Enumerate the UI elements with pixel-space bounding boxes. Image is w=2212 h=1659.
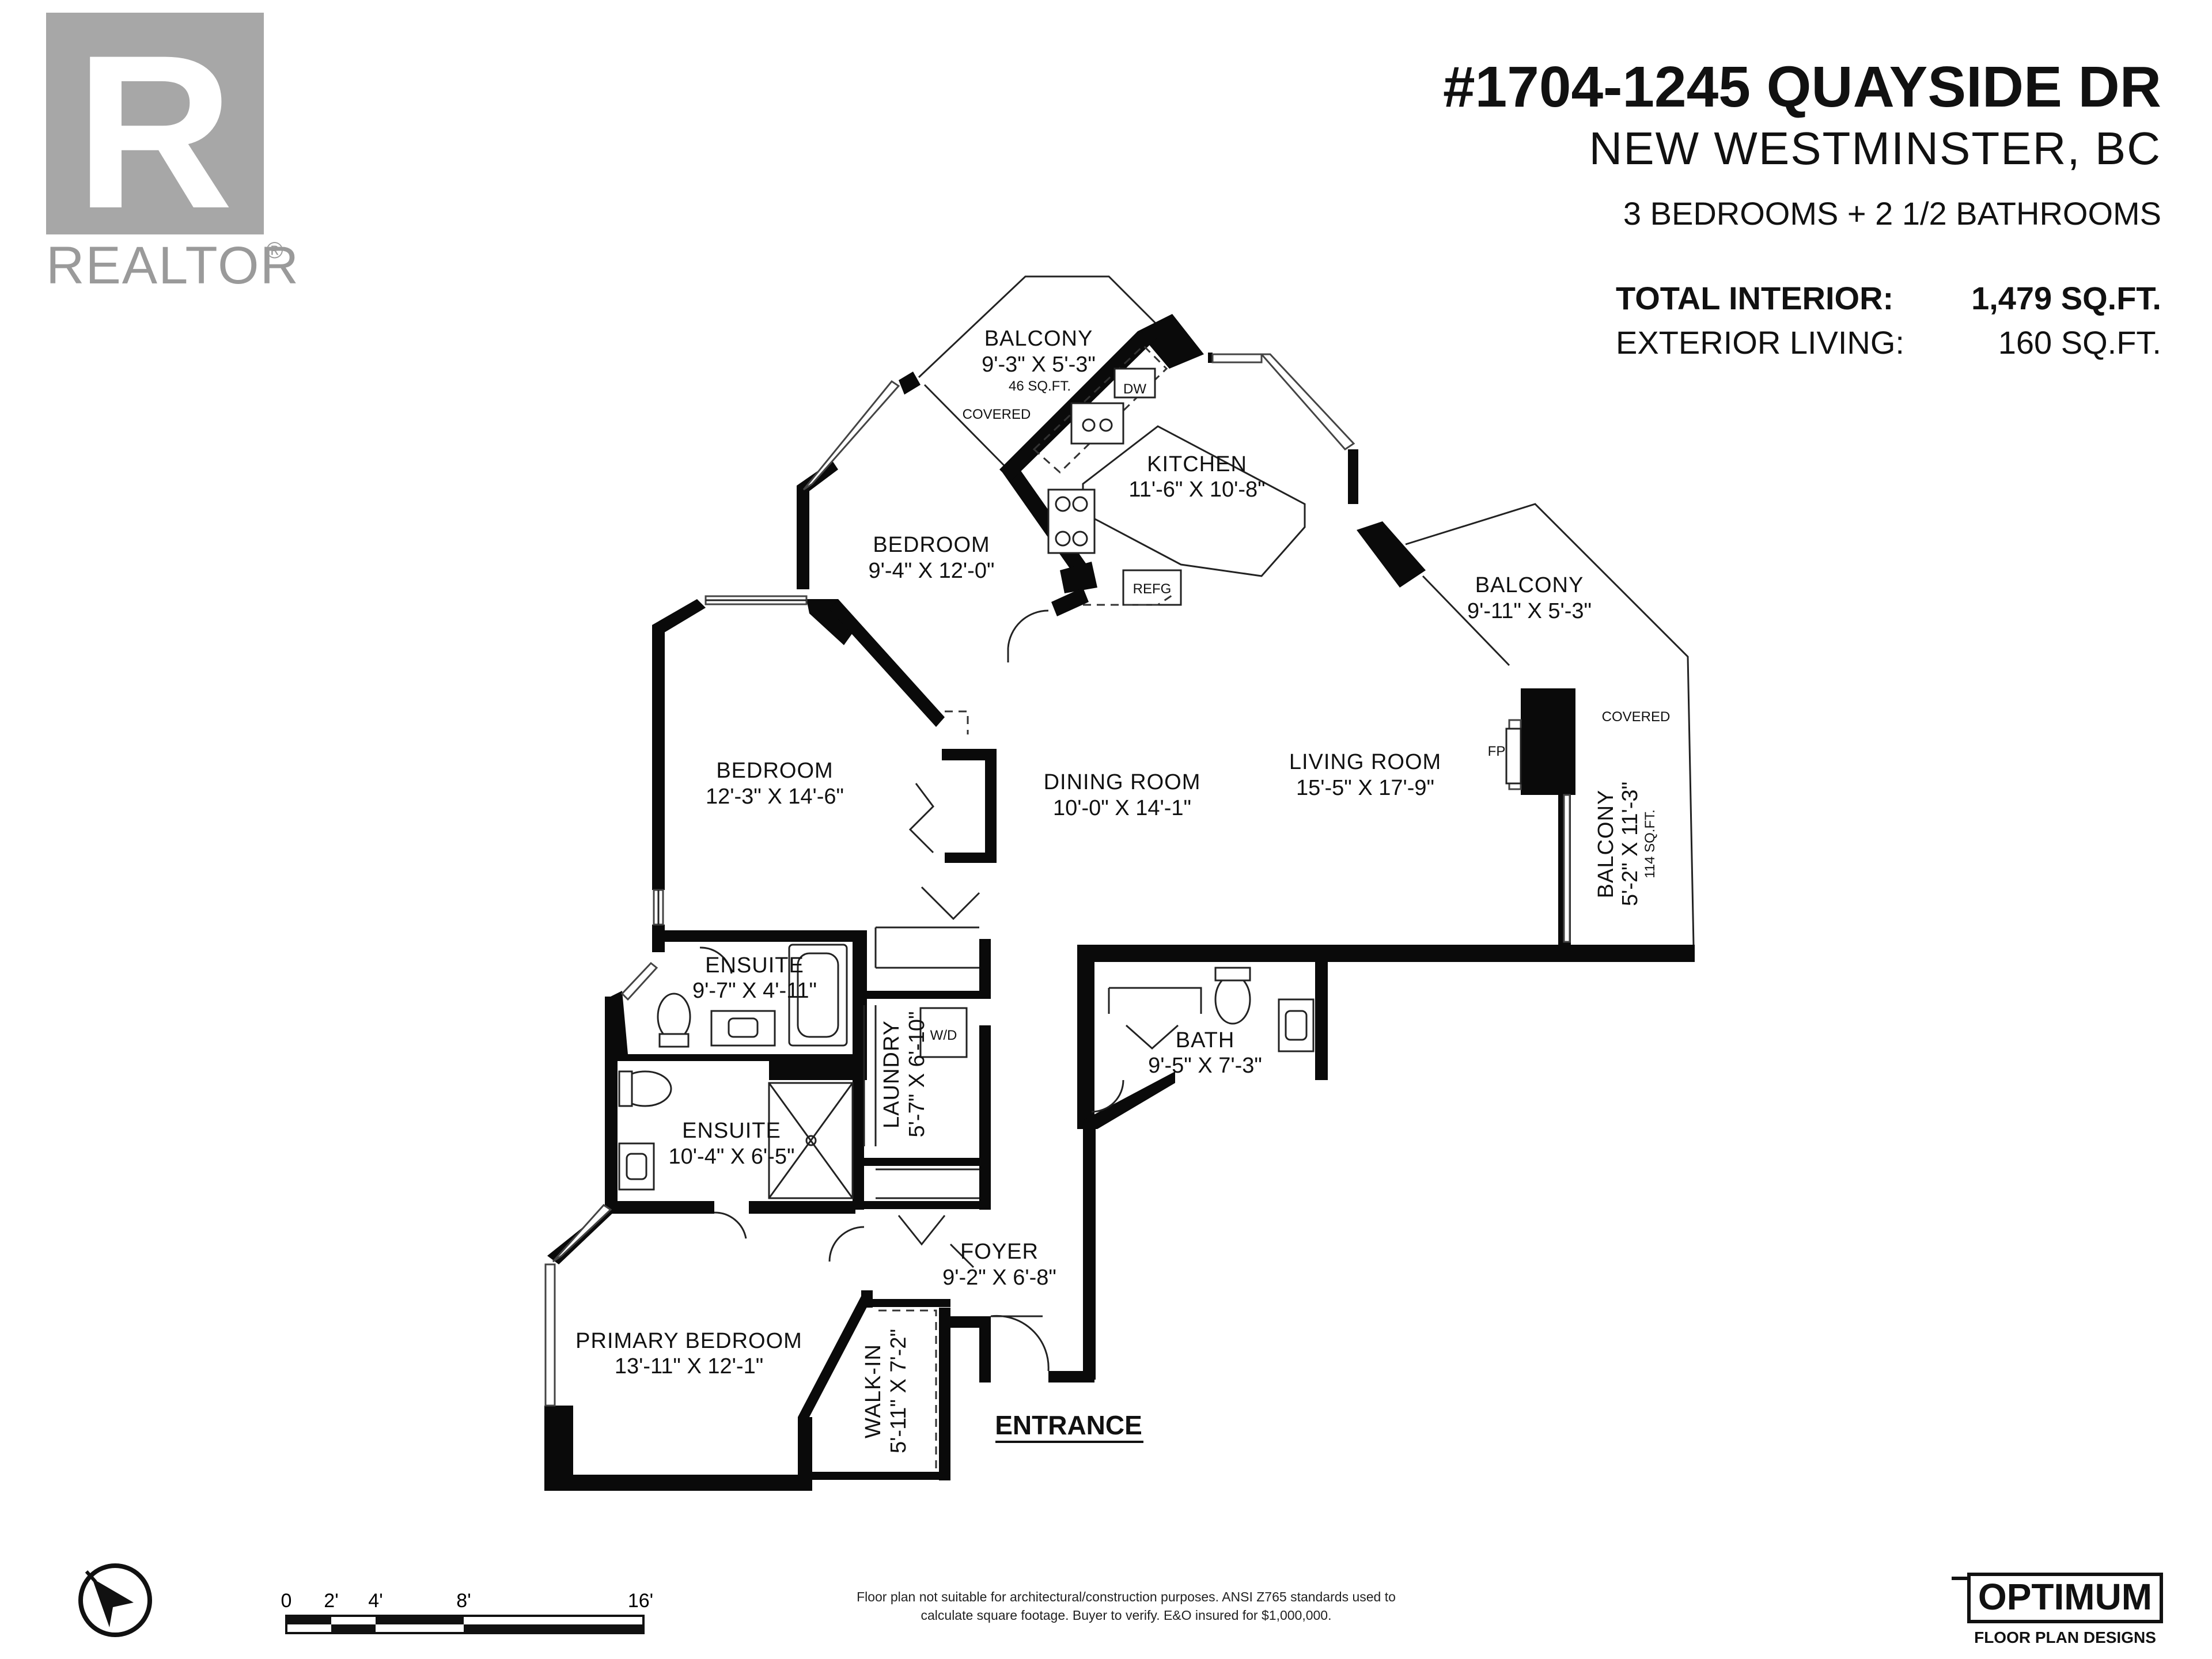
ensuite-lower-fixtures (618, 1070, 854, 1199)
ensuite-upper-name: ENSUITE (705, 953, 804, 978)
walk-in-name: WALK-IN (861, 1344, 885, 1438)
living-room-dim: 15'-5" X 17'-9" (1296, 776, 1434, 800)
exterior-living-value: 160 SQ.FT. (1998, 324, 2161, 361)
dining-room-dim: 10'-0" X 14'-1" (1053, 796, 1191, 820)
total-interior-value: 1,479 SQ.FT. (1971, 280, 2161, 316)
listing-city: NEW WESTMINSTER, BC (1589, 123, 2161, 174)
dining-room-name: DINING ROOM (1044, 770, 1201, 794)
balcony-top-dim: 9'-3" X 5'-3" (982, 353, 1096, 377)
realtor-registered-mark: ® (266, 238, 283, 263)
bath-fixtures (1108, 967, 1315, 1052)
optimum-logo: OPTIMUM FLOOR PLAN DESIGNS (1952, 1573, 2163, 1646)
balcony-top-covered: COVERED (963, 407, 1031, 422)
bedroom-left-dim: 12'-3" X 14'-6" (706, 785, 844, 809)
living-room-name: LIVING ROOM (1289, 750, 1441, 774)
listing-address: #1704-1245 QUAYSIDE DR (1443, 55, 2161, 119)
laundry-name: LAUNDRY (880, 1020, 904, 1128)
realtor-logo: R REALTOR ® (46, 9, 300, 295)
balcony-right-outline (1405, 503, 1695, 945)
balcony-right-dim: 9'-11" X 5'-3" (1467, 599, 1592, 623)
kitchen-fixtures: DW REFG (1032, 344, 1306, 606)
kitchen-name: KITCHEN (1147, 452, 1247, 476)
foyer-dim: 9'-2" X 6'-8" (942, 1266, 1056, 1290)
scale-tick-4: 4' (368, 1590, 382, 1612)
optimum-wordmark: OPTIMUM (1978, 1576, 2152, 1618)
refrigerator-label: REFG (1133, 581, 1172, 597)
walk-in-dim: 5'-11" X 7'-2" (887, 1329, 911, 1453)
balcony-top-outline (918, 275, 1159, 378)
scale-tick-8: 8' (456, 1590, 471, 1612)
disclaimer: Floor plan not suitable for architectura… (857, 1589, 1396, 1623)
ensuite-lower-name: ENSUITE (682, 1119, 781, 1143)
laundry-dim: 5'-7" X 6'-10" (905, 1012, 929, 1138)
floor-plan: DW REFG FP (544, 275, 1695, 1491)
fireplace (1505, 728, 1522, 785)
optimum-tagline: FLOOR PLAN DESIGNS (1974, 1628, 2156, 1646)
listing-header: #1704-1245 QUAYSIDE DR NEW WESTMINSTER, … (1443, 55, 2161, 361)
balcony-side-dim: 5'-2" X 11'-3" (1618, 782, 1642, 906)
balcony-side-area: 114 SQ.FT. (1642, 809, 1658, 878)
room-labels: BALCONY 9'-3" X 5'-3" 46 SQ.FT. COVERED … (575, 327, 1670, 1453)
entrance-label: ENTRANCE (995, 1410, 1142, 1440)
listing-rooms-summary: 3 BEDROOMS + 2 1/2 BATHROOMS (1623, 195, 2161, 232)
fireplace-label: FP (1488, 744, 1506, 759)
kitchen-dim: 11'-6" X 10'-8" (1128, 478, 1265, 502)
balcony-top-name: BALCONY (984, 327, 1093, 351)
balcony-right-name: BALCONY (1475, 573, 1584, 597)
foyer-name: FOYER (960, 1240, 1039, 1264)
ensuite-lower-dim: 10'-4" X 6'-5" (669, 1145, 795, 1169)
bedroom-left-name: BEDROOM (716, 759, 833, 783)
disclaimer-line-2: calculate square footage. Buyer to verif… (921, 1608, 1332, 1623)
bath-name: BATH (1176, 1028, 1235, 1052)
primary-bedroom-dim: 13'-11" X 12'-1" (615, 1354, 763, 1378)
laundry-fixtures: W/D (863, 1005, 968, 1146)
dishwasher-label: DW (1123, 381, 1146, 397)
scale-tick-2: 2' (324, 1590, 338, 1612)
scale-tick-0: 0 (281, 1590, 292, 1612)
scale-bar: 0 2' 4' 8' 16' (281, 1590, 653, 1634)
ensuite-upper-dim: 9'-7" X 4'-11" (692, 979, 817, 1003)
disclaimer-line-1: Floor plan not suitable for architectura… (857, 1589, 1396, 1604)
balcony-top-area: 46 SQ.FT. (1009, 378, 1071, 394)
doors (699, 609, 1124, 1469)
scale-tick-16: 16' (628, 1590, 653, 1612)
ensuite-upper-fixtures (657, 944, 848, 1048)
washer-dryer-label: W/D (930, 1028, 957, 1043)
bedroom-upper-name: BEDROOM (873, 533, 990, 557)
realtor-logo-letter: R (75, 9, 233, 254)
realtor-wordmark: REALTOR (46, 236, 300, 295)
north-arrow-icon (78, 1563, 152, 1637)
balcony-side-name: BALCONY (1594, 790, 1618, 899)
bedroom-upper-dim: 9'-4" X 12'-0" (869, 559, 995, 583)
exterior-living-label: EXTERIOR LIVING: (1616, 324, 1904, 361)
balcony-side-covered: COVERED (1602, 709, 1671, 725)
primary-bedroom-name: PRIMARY BEDROOM (575, 1329, 802, 1353)
total-interior-label: TOTAL INTERIOR: (1616, 280, 1893, 316)
bath-dim: 9'-5" X 7'-3" (1148, 1054, 1262, 1078)
